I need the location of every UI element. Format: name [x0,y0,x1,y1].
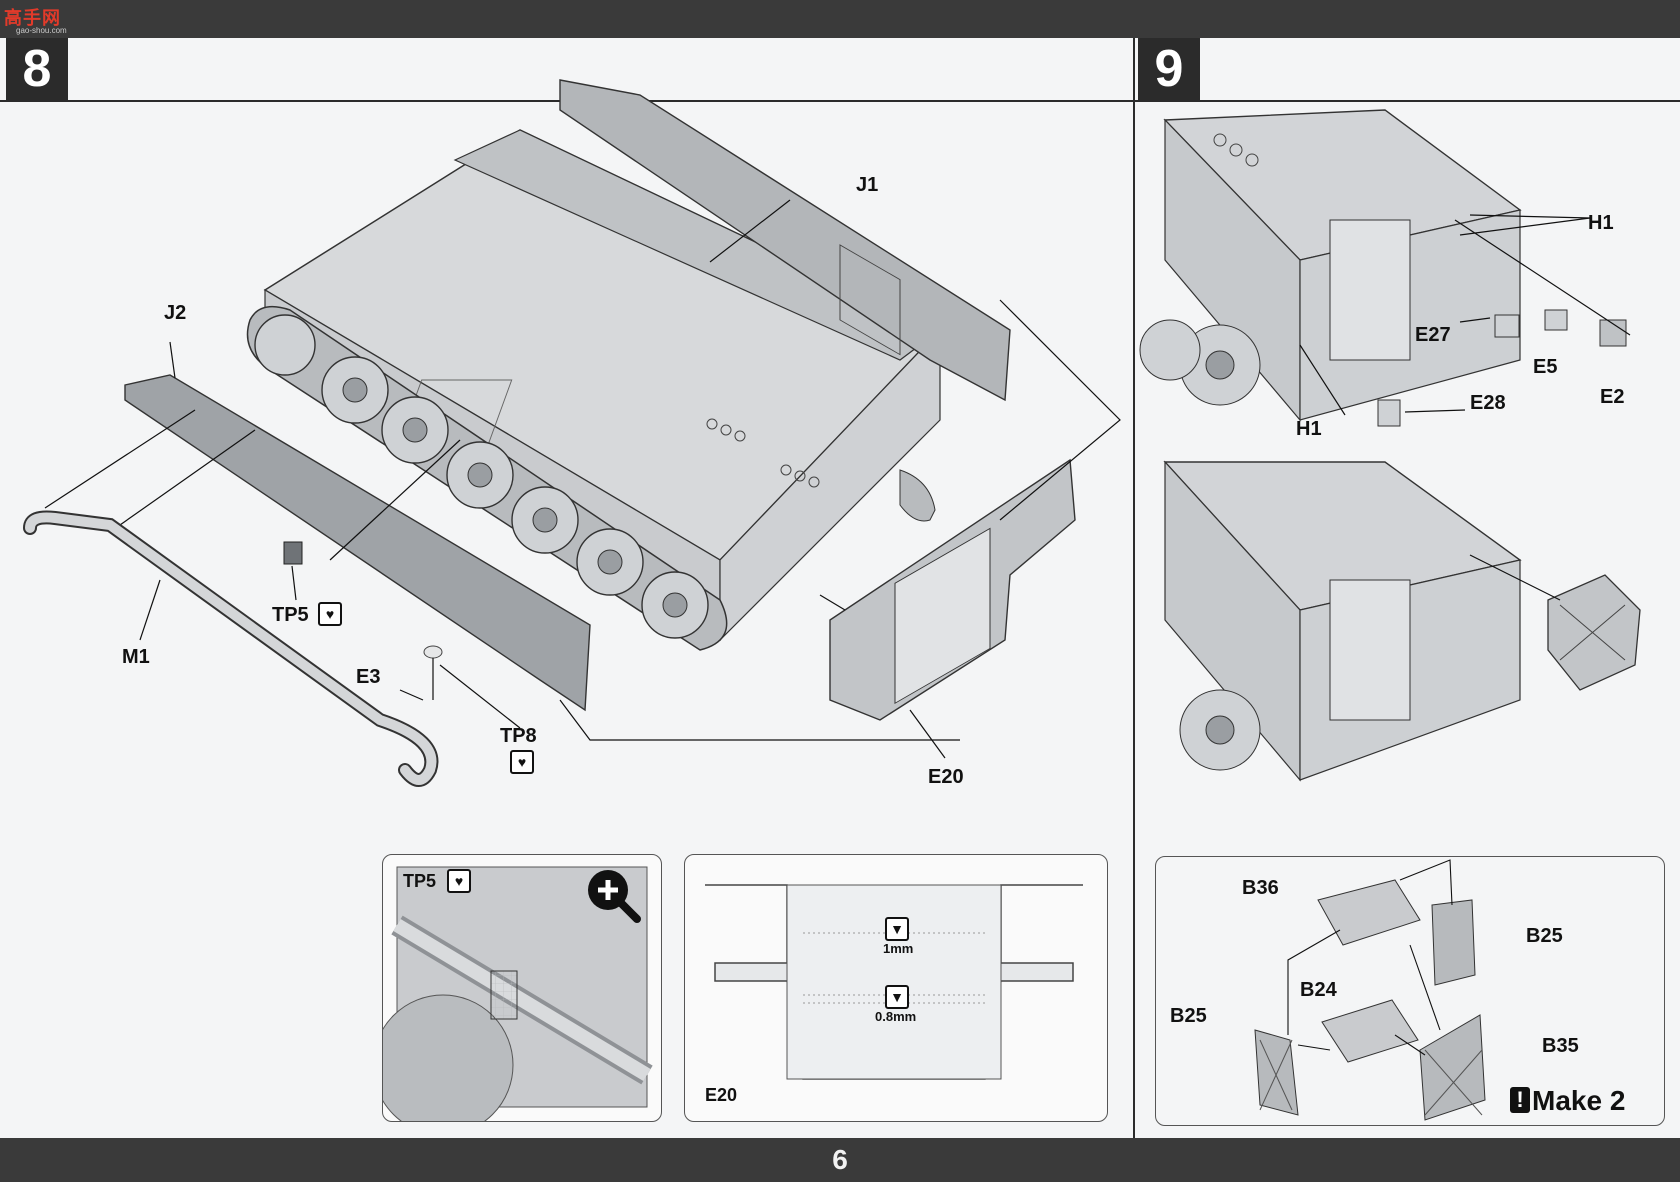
zoom-label-tp5: TP5 [403,871,437,891]
e20-drill-box: ▼ 1mm ▼ 0.8mm E20 [684,854,1108,1122]
step-8-badge: 8 [6,38,68,100]
broken-heart-icon: ♥ [447,869,471,893]
make-note: Make 2 [1532,1085,1626,1116]
bottom-bar: 6 [0,1138,1680,1182]
step9-box-parts [1254,859,1486,1121]
e20-drill-art [705,884,1083,1080]
broken-heart-icon: ♥ [318,602,342,626]
part-m1-pipe [23,510,439,787]
tp5-zoom-box: TP5 ♥ [382,854,662,1122]
step9-subassembly-box: B36 B25 B24 B25 B35 ! Make 2 [1155,856,1665,1126]
top-bar: 高手网 gao-shou.com [0,0,1680,38]
drill-size-1: 1mm [883,941,914,956]
step-9-rule [1135,100,1680,102]
exclamation-icon: ! [1510,1087,1530,1113]
broken-heart-icon: ♥ [510,750,534,774]
label-tp8: TP8 [500,725,537,747]
step9-top-scene [1139,109,1631,427]
drill-box-label: E20 [705,1085,738,1105]
drill-bit-icon: ▼ [885,985,909,1009]
page-number: 6 [832,1144,848,1175]
part-e20-plate [559,299,1121,759]
label-e5: E5 [1533,356,1558,378]
part-e3 [423,645,443,659]
label-b24: B24 [1300,979,1337,1001]
label-e3: E3 [356,666,381,688]
magnify-plus-icon [588,870,641,923]
step9-middle-scene [1163,460,1641,782]
label-b25-right: B25 [1526,925,1563,947]
label-j1: J1 [856,174,879,196]
label-e28: E28 [1470,392,1506,414]
page-divider [1133,38,1135,1138]
label-b36: B36 [1242,877,1279,899]
label-tp5: TP5 [272,604,309,626]
step-9-badge: 9 [1138,38,1200,100]
watermark-logo: 高手网 [4,8,61,28]
part-tp5 [283,541,303,565]
label-h1-bottom: H1 [1296,418,1322,440]
label-e2: E2 [1600,386,1625,408]
drill-size-2: 0.8mm [875,1009,917,1024]
label-b35: B35 [1542,1035,1579,1057]
running-gear [246,305,936,651]
part-j1-plate [559,79,1011,402]
watermark-url: gao-shou.com [16,26,67,35]
label-j2: J2 [164,302,187,324]
part-j2-plate [44,341,591,712]
label-e20: E20 [928,766,964,788]
label-h1-top: H1 [1588,212,1614,234]
label-m1: M1 [122,646,150,668]
label-e27: E27 [1415,324,1451,346]
drill-bit-icon: ▼ [885,917,909,941]
label-b25-left: B25 [1170,1005,1207,1027]
